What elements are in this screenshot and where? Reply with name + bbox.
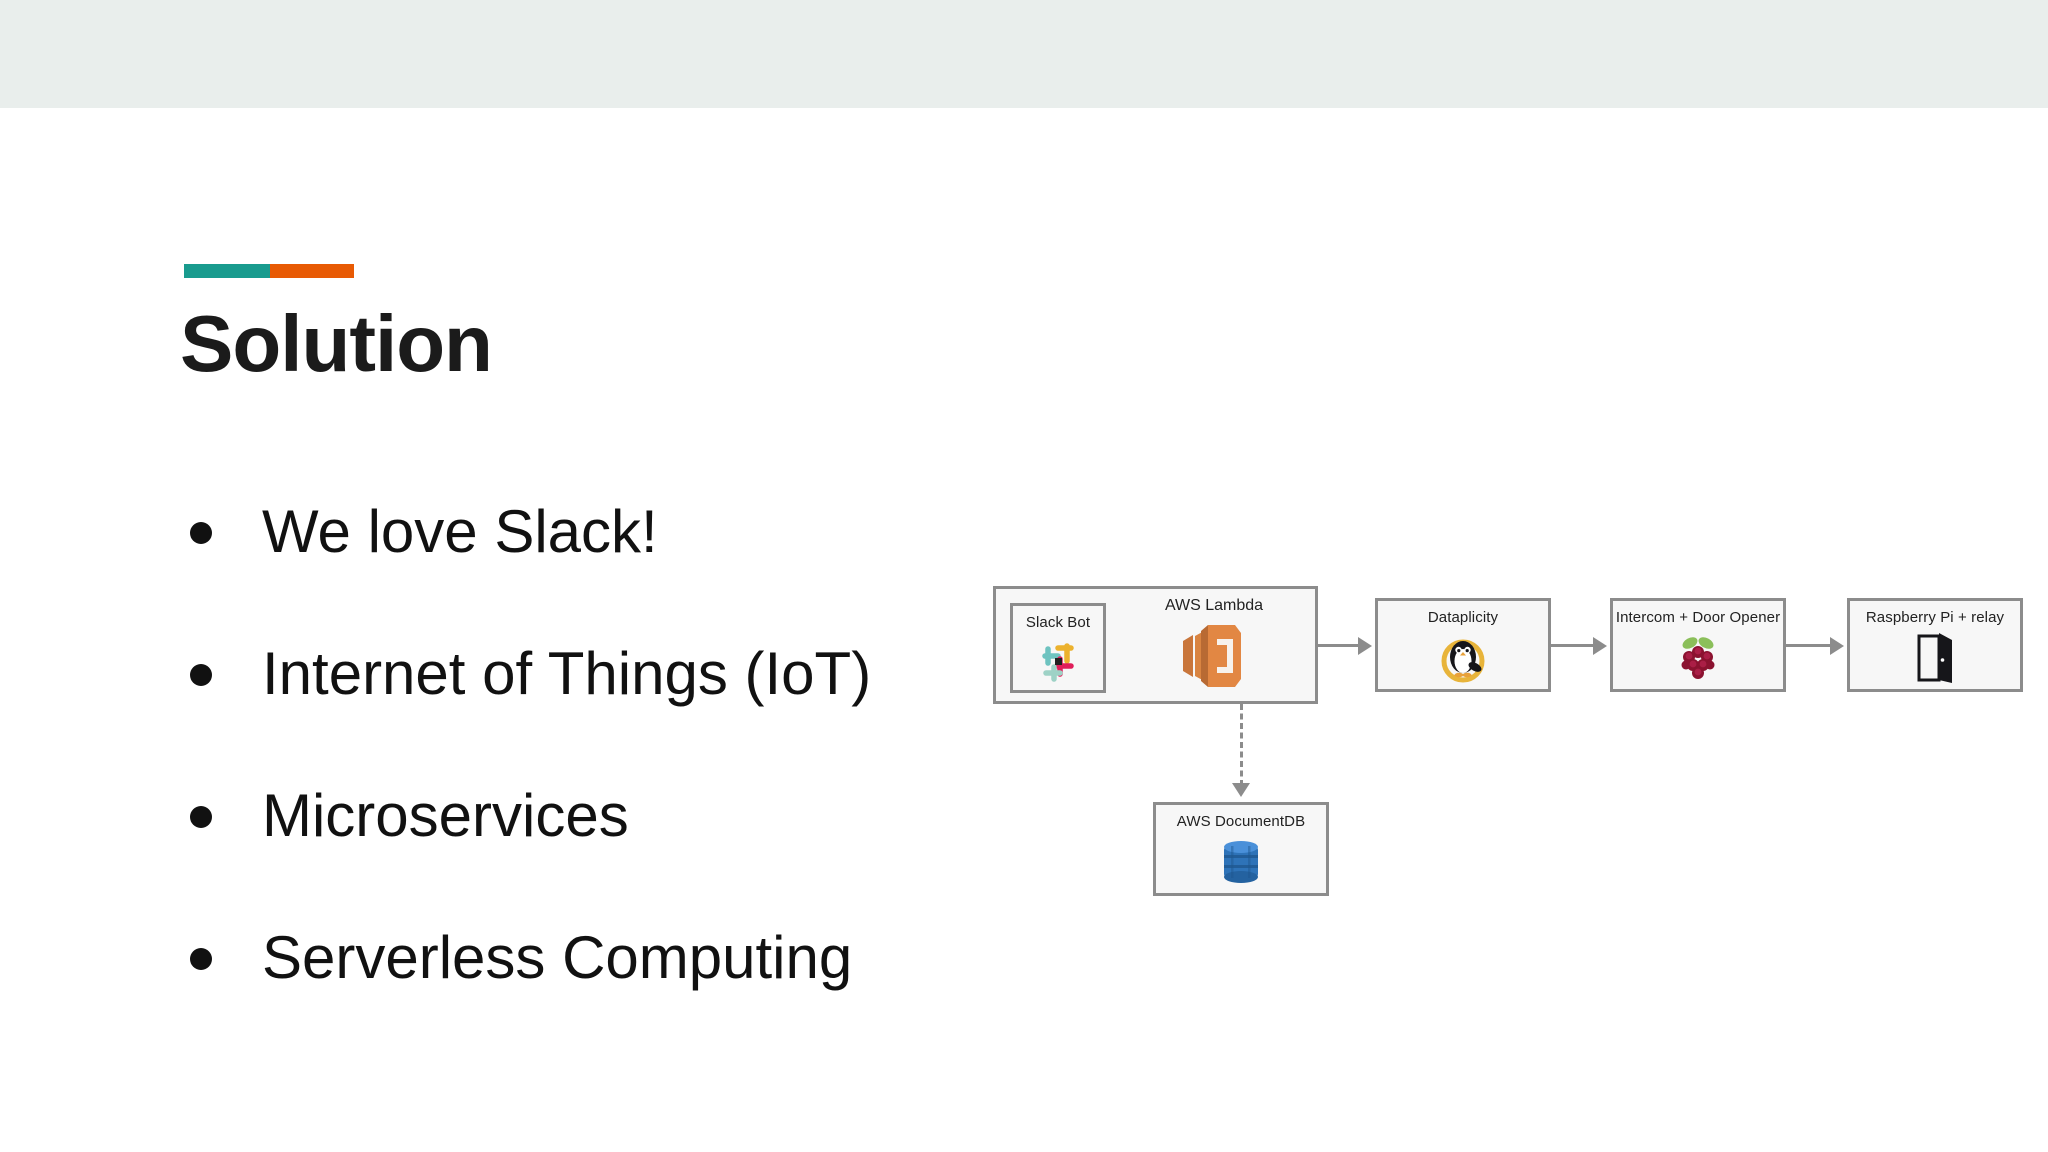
arrow-dataplicity-to-intercom [1551,644,1595,647]
list-item: Serverless Computing [190,926,1020,1068]
arrow-head-icon [1830,637,1844,655]
bullet-dot-icon [190,948,212,970]
page-title: Solution [180,299,493,388]
list-item: Microservices [190,784,1020,926]
diagram-node-documentdb-label: AWS DocumentDB [1176,813,1306,830]
arrow-head-icon [1358,637,1372,655]
slack-icon [1013,631,1103,690]
diagram-node-slack-bot: Slack Bot [1010,603,1106,693]
open-door-icon [1850,626,2020,689]
accent-bar [184,264,354,278]
slide-top-band [0,0,2048,108]
diagram-node-slack-bot-label: Slack Bot [1025,614,1091,631]
diagram-node-lambda-label: AWS Lambda [1164,597,1264,614]
diagram-node-documentdb: AWS DocumentDB [1153,802,1329,896]
diagram-node-dataplicity-label: Dataplicity [1427,609,1499,626]
bullet-text: We love Slack! [262,498,658,565]
bullet-text: Internet of Things (IoT) [262,640,872,707]
diagram-node-lambda: AWS Lambda Slack Bot [993,586,1318,704]
diagram-node-raspberry-pi-relay: Raspberry Pi + relay [1847,598,2023,692]
arrow-intercom-to-rpi [1786,644,1832,647]
accent-bar-teal-segment [184,264,270,278]
bullet-dot-icon [190,522,212,544]
aws-lambda-icon [1181,623,1243,689]
raspberry-pi-icon [1613,626,1783,689]
arrow-head-icon [1232,783,1250,797]
arrow-head-icon [1593,637,1607,655]
bullet-dot-icon [190,806,212,828]
bullet-text: Microservices [262,782,629,849]
bullet-text: Serverless Computing [262,924,853,991]
arrow-lambda-to-dataplicity [1318,644,1360,647]
arrow-lambda-to-documentdb [1240,704,1243,786]
penguin-icon [1378,626,1548,689]
diagram-node-intercom-label: Intercom + Door Opener [1615,609,1781,626]
diagram-node-intercom: Intercom + Door Opener [1610,598,1786,692]
database-cylinder-icon [1156,830,1326,893]
list-item: We love Slack! [190,500,1020,642]
bullet-list: We love Slack! Internet of Things (IoT) … [190,500,1020,1068]
accent-bar-orange-segment [270,264,354,278]
list-item: Internet of Things (IoT) [190,642,1020,784]
bullet-dot-icon [190,664,212,686]
architecture-diagram: AWS Lambda Slack Bot [985,580,2035,910]
diagram-node-raspberry-pi-relay-label: Raspberry Pi + relay [1865,609,2005,626]
diagram-node-dataplicity: Dataplicity [1375,598,1551,692]
